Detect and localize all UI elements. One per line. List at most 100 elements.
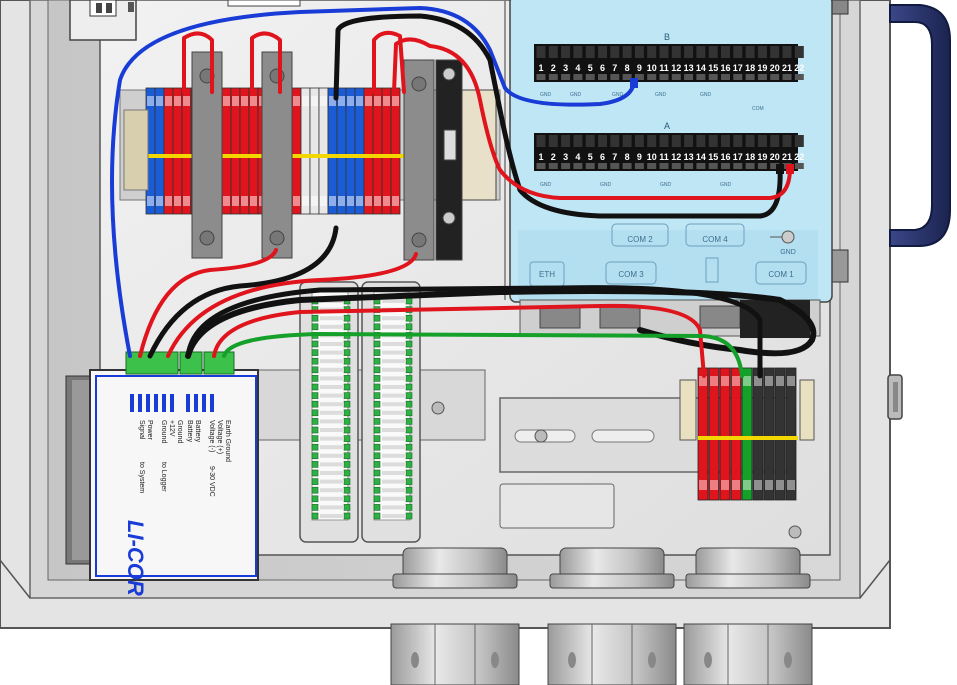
io-pin <box>311 314 319 322</box>
svg-text:GND: GND <box>540 92 552 98</box>
io-pin <box>405 340 413 348</box>
terminal-block <box>327 87 338 215</box>
bus-b-terminal-14: 14 <box>696 63 706 73</box>
io-pin <box>311 461 319 468</box>
io-pin <box>373 478 381 485</box>
io-pin <box>405 366 413 374</box>
terminal-screw <box>794 135 804 147</box>
terminal-separators <box>123 51 497 261</box>
io-pin <box>405 400 413 408</box>
io-modules <box>299 281 421 543</box>
wire-black-1 <box>333 13 783 219</box>
com-ports: COM 2 COM 4 COM 3 COM 1 ETH GND <box>529 223 807 287</box>
io-pin <box>311 409 319 417</box>
io-pin <box>405 375 413 382</box>
bus-a-terminal-2: 2 <box>551 152 556 162</box>
io-pin <box>373 409 381 417</box>
port-com4-label: COM 4 <box>702 235 728 244</box>
licor-line-2: Voltage (-) <box>208 420 215 452</box>
terminal-block <box>172 87 183 215</box>
io-pin <box>311 452 319 460</box>
wire-black-2 <box>147 225 339 359</box>
bus-b-terminal-21: 21 <box>782 63 792 73</box>
bus-a-label: A <box>664 121 670 131</box>
svg-text:COM: COM <box>752 106 764 112</box>
terminal-block <box>708 367 720 501</box>
io-pin <box>311 323 319 331</box>
wire-blue <box>110 6 636 358</box>
port-com1-label: COM 1 <box>768 270 794 279</box>
terminal-block <box>774 367 786 501</box>
bus-a-terminal-18: 18 <box>745 152 755 162</box>
wire-green <box>222 332 744 378</box>
terminal-screw <box>733 46 743 58</box>
terminal-strip-bottom <box>679 367 815 501</box>
licor-line-5: Battery <box>186 420 193 443</box>
io-pin <box>405 443 413 451</box>
terminal-screw <box>622 46 632 58</box>
wire-red-7 <box>212 303 706 378</box>
io-pin <box>343 486 351 494</box>
io-pin <box>343 452 351 460</box>
io-pin <box>343 400 351 408</box>
terminal-screw <box>548 135 558 147</box>
bus-a-terminal-13: 13 <box>684 152 694 162</box>
io-pin <box>405 478 413 485</box>
bus-b-terminal-8: 8 <box>625 63 630 73</box>
bus-b-terminal-18: 18 <box>745 63 755 73</box>
io-pin <box>343 340 351 348</box>
terminal-block <box>318 87 329 215</box>
io-pin <box>311 418 319 425</box>
svg-text:GND: GND <box>540 182 552 188</box>
svg-text:GND: GND <box>720 182 732 188</box>
bus-b-terminal-11: 11 <box>659 63 669 73</box>
terminal-screw <box>671 135 681 147</box>
terminal-screw <box>598 135 607 147</box>
io-pin <box>311 357 319 365</box>
bus-b-terminal-6: 6 <box>600 63 605 73</box>
terminal-block <box>719 367 731 501</box>
wire-red-1 <box>182 31 214 94</box>
bus-b-label: B <box>664 32 670 42</box>
io-pin <box>373 469 381 477</box>
io-pin <box>373 495 381 503</box>
io-pin <box>405 418 413 425</box>
io-pin <box>405 383 413 391</box>
bus-b-terminal-22: 22 <box>794 63 804 73</box>
io-pin <box>343 435 351 442</box>
io-pin <box>343 469 351 477</box>
io-pin <box>373 426 381 434</box>
io-pin <box>343 504 351 511</box>
bus-a-terminal-19: 19 <box>757 152 767 162</box>
io-pin <box>373 375 381 382</box>
io-pin <box>343 478 351 485</box>
terminal-screw <box>647 46 657 58</box>
io-pin <box>405 495 413 503</box>
svg-text:GND: GND <box>570 92 582 98</box>
terminal-screw <box>684 46 694 58</box>
terminal-block <box>381 87 392 215</box>
io-pin <box>343 409 351 417</box>
io-pin <box>373 443 381 451</box>
terminal-screw <box>708 46 718 58</box>
bus-b-terminal-3: 3 <box>563 63 568 73</box>
io-pin <box>343 426 351 434</box>
io-pin <box>343 392 351 399</box>
wire-red-2 <box>250 31 282 94</box>
terminal-block <box>354 87 365 215</box>
terminal-block <box>763 367 775 501</box>
bus-a-terminal-12: 12 <box>671 152 681 162</box>
bus-b-terminal-5: 5 <box>588 63 593 73</box>
io-pin <box>405 452 413 460</box>
terminal-block <box>248 87 259 215</box>
terminal-block <box>741 367 753 501</box>
bus-b-terminal-1: 1 <box>538 63 543 73</box>
svg-text:GND: GND <box>700 92 712 98</box>
terminal-screw <box>745 135 755 147</box>
terminal-block <box>239 87 250 215</box>
terminal-screw <box>671 46 681 58</box>
io-pin <box>373 366 381 374</box>
